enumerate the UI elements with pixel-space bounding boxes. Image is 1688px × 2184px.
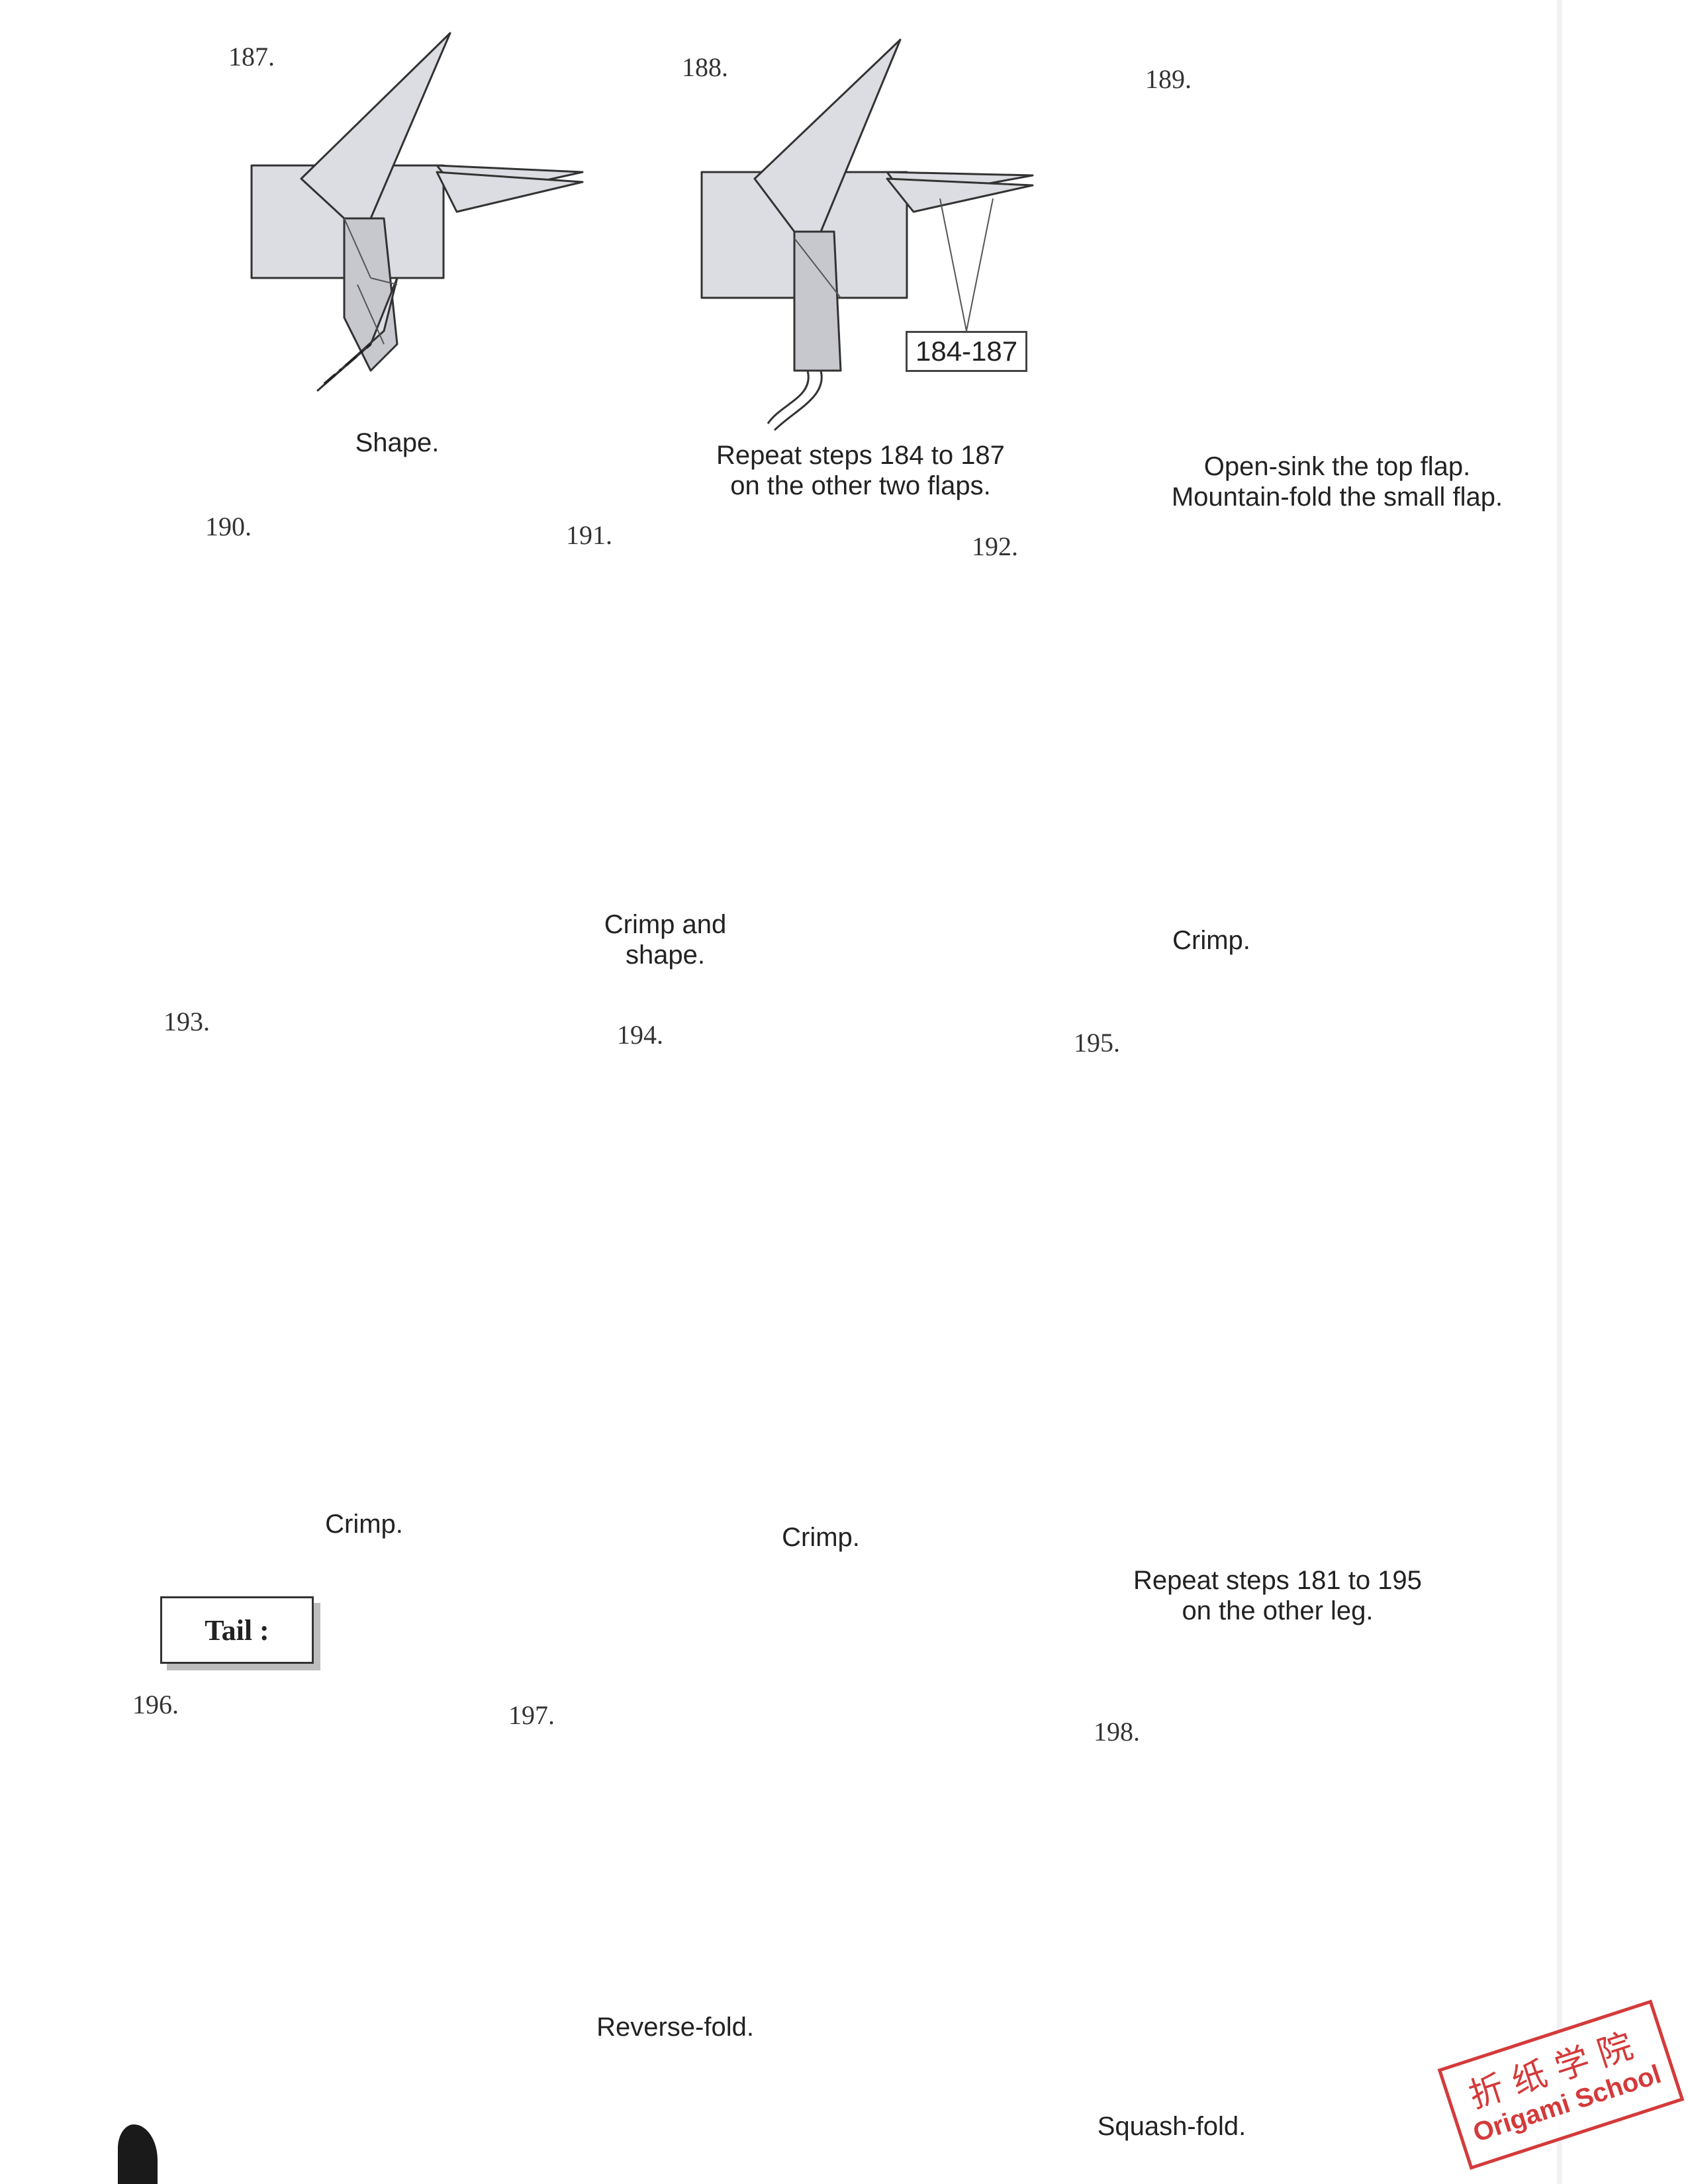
step-caption: Squash-fold. — [1079, 2111, 1264, 2142]
page-edge — [1557, 0, 1562, 2184]
step-caption: Open-sink the top flap.Mountain-fold the… — [1132, 451, 1542, 512]
step-caption: Repeat steps 181 to 195on the other leg. — [1099, 1565, 1456, 1626]
step-number: 194. — [617, 1019, 663, 1050]
step-number: 192. — [972, 531, 1018, 562]
step-number: 193. — [164, 1006, 210, 1037]
step-number: 197. — [508, 1700, 555, 1731]
step-reference-box: 184-187 — [906, 331, 1027, 372]
step-number: 188. — [682, 52, 728, 83]
step-caption: Crimp. — [755, 1522, 887, 1553]
step-number: 191. — [566, 520, 612, 551]
step-number: 190. — [205, 511, 252, 542]
step-caption: Repeat steps 184 to 187on the other two … — [675, 440, 1046, 501]
section-title: Tail : — [160, 1596, 314, 1664]
step-187-diagram — [252, 33, 583, 390]
step-caption: Crimp. — [298, 1509, 430, 1539]
step-caption: Shape. — [331, 428, 463, 458]
step-number: 195. — [1074, 1027, 1120, 1058]
step-number: 189. — [1145, 64, 1192, 95]
step-caption: Crimp andshape. — [583, 909, 748, 970]
step-number: 198. — [1094, 1716, 1140, 1747]
step-caption: Crimp. — [1152, 925, 1271, 956]
step-number: 187. — [228, 41, 275, 72]
step-caption: Reverse-fold. — [583, 2012, 768, 2042]
step-number: 196. — [132, 1689, 179, 1720]
